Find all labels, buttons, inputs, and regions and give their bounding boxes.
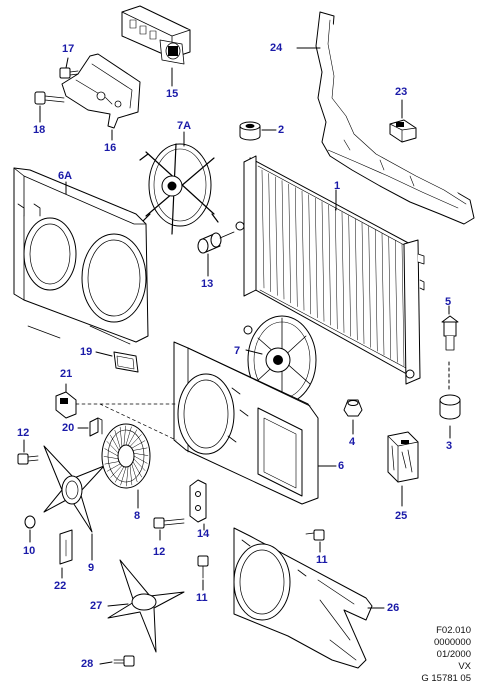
- callout-11-right: 11: [316, 554, 328, 566]
- callout-9: 9: [88, 562, 95, 574]
- callout-8: 8: [134, 510, 141, 522]
- callout-15: 15: [166, 88, 179, 100]
- callout-16: 16: [104, 142, 117, 154]
- callout-14: 14: [197, 528, 210, 540]
- air-deflector-strip: [315, 11, 475, 225]
- reference-line-5: G 15781 05: [421, 673, 471, 684]
- callout-12-left: 12: [17, 427, 30, 439]
- screw-18: [34, 91, 65, 105]
- reference-line-1: F02.010: [436, 625, 471, 636]
- fan-shroud-26: [233, 527, 373, 669]
- fan-motor-7: [243, 315, 317, 405]
- callout-10: 10: [23, 545, 36, 557]
- rubber-mount-3: [439, 394, 461, 420]
- dashed-21-to-6: [75, 403, 177, 441]
- screw-11-right: [305, 529, 325, 541]
- foam-pad-19: [113, 351, 139, 373]
- clip-23: [389, 119, 417, 143]
- callout-11-bottom: 11: [196, 592, 208, 604]
- resistor-connector: [121, 5, 191, 65]
- plate-22: [59, 529, 73, 565]
- leader-27: [107, 603, 129, 607]
- callout-23: 23: [395, 86, 408, 98]
- callout-1: 1: [334, 180, 341, 192]
- reference-line-2: 0000000: [434, 637, 471, 648]
- twin-fan-cowl: [13, 167, 149, 345]
- callout-2: 2: [278, 124, 285, 136]
- callout-6: 6: [338, 460, 345, 472]
- leader-7: [245, 349, 263, 355]
- callout-17: 17: [62, 43, 75, 55]
- callout-26: 26: [387, 602, 400, 614]
- grommet-13: [197, 231, 235, 254]
- callout-20: 20: [62, 422, 75, 434]
- fan-bracket-9: [43, 445, 105, 533]
- clip-21: [55, 391, 77, 419]
- screw-17: [59, 67, 79, 79]
- clip-20: [89, 417, 103, 437]
- nut-10: [24, 515, 36, 529]
- screw-12-bottom: [153, 517, 185, 529]
- fan-shroud-6: [173, 341, 319, 505]
- screw-28: [113, 655, 135, 667]
- callout-5: 5: [445, 296, 452, 308]
- leader-28: [99, 661, 113, 665]
- callout-21: 21: [60, 368, 73, 380]
- callout-7a: 7A: [177, 120, 192, 132]
- callout-7: 7: [234, 345, 241, 357]
- screw-12-left: [17, 453, 39, 465]
- callout-22: 22: [54, 580, 67, 592]
- callout-24: 24: [270, 42, 283, 54]
- callout-18: 18: [33, 124, 46, 136]
- reference-line-4: VX: [458, 661, 471, 672]
- callout-27: 27: [90, 600, 103, 612]
- motor-bracket-27: [107, 559, 185, 653]
- rubber-mount-2: [239, 121, 261, 141]
- callout-4: 4: [349, 436, 356, 448]
- callout-28: 28: [81, 658, 94, 670]
- callout-6a: 6A: [58, 170, 73, 182]
- radiator: [235, 155, 425, 385]
- fan-wheel-8: [101, 423, 151, 489]
- bracket-14: [189, 479, 207, 523]
- callout-3: 3: [446, 440, 453, 452]
- fan-blades-8: [103, 425, 149, 487]
- radiator-fins: [261, 169, 405, 367]
- mounting-bracket: [61, 53, 141, 129]
- leader-17: [65, 57, 69, 69]
- connector-25: [387, 431, 419, 483]
- sensor-5: [441, 315, 459, 351]
- callout-12-bottom: 12: [153, 546, 166, 558]
- callout-13: 13: [201, 278, 214, 290]
- callout-19: 19: [80, 346, 93, 358]
- reference-line-3: 01/2000: [436, 649, 471, 660]
- screw-11-bottom: [197, 555, 209, 579]
- leader-19: [95, 351, 113, 357]
- nut-4: [343, 399, 363, 417]
- callout-25: 25: [395, 510, 408, 522]
- fan-motor-7a: [139, 143, 219, 235]
